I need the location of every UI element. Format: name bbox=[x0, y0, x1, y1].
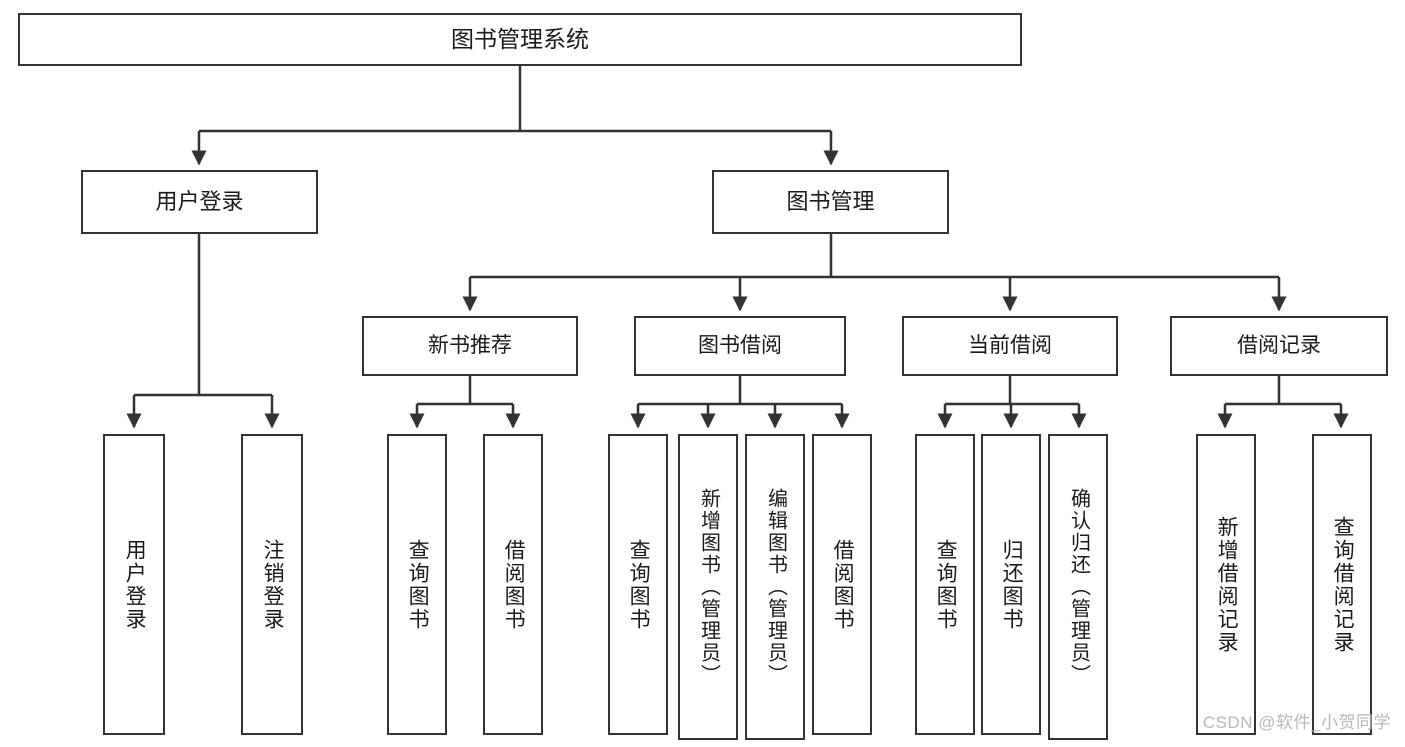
leaf-confirm-return-label: 确认归还（管理员） bbox=[1067, 488, 1090, 686]
node-current-borrow-label: 当前借阅 bbox=[968, 333, 1052, 357]
node-current-borrow[interactable]: 当前借阅 bbox=[902, 316, 1118, 376]
leaf-user-login-label: 用户登录 bbox=[123, 538, 147, 631]
leaf-borrow-book-2-label: 借阅图书 bbox=[831, 538, 855, 631]
node-root-label: 图书管理系统 bbox=[451, 26, 589, 53]
leaf-borrow-book-1[interactable]: 借阅图书 bbox=[483, 434, 543, 735]
leaf-add-book[interactable]: 新增图书（管理员） bbox=[678, 434, 738, 740]
leaf-query-book-1[interactable]: 查询图书 bbox=[387, 434, 447, 735]
node-user-login-label: 用户登录 bbox=[155, 189, 244, 215]
leaf-add-record-label: 新增借阅记录 bbox=[1215, 515, 1239, 654]
node-book-borrow-label: 图书借阅 bbox=[698, 333, 782, 357]
leaf-logout-login[interactable]: 注销登录 bbox=[241, 434, 303, 735]
csdn-watermark: CSDN @软件_小贺同学 bbox=[1202, 713, 1391, 732]
leaf-edit-book-label: 编辑图书（管理员） bbox=[764, 488, 787, 686]
node-user-login[interactable]: 用户登录 bbox=[81, 170, 318, 234]
node-book-management-label: 图书管理 bbox=[786, 189, 875, 215]
leaf-query-book-2-label: 查询图书 bbox=[627, 538, 651, 631]
node-root[interactable]: 图书管理系统 bbox=[18, 13, 1022, 66]
leaf-edit-book[interactable]: 编辑图书（管理员） bbox=[745, 434, 805, 740]
leaf-add-record[interactable]: 新增借阅记录 bbox=[1196, 434, 1256, 735]
node-book-management[interactable]: 图书管理 bbox=[712, 170, 949, 234]
leaf-query-book-1-label: 查询图书 bbox=[406, 538, 430, 631]
node-borrow-record-label: 借阅记录 bbox=[1237, 333, 1321, 357]
leaf-add-book-label: 新增图书（管理员） bbox=[697, 488, 720, 686]
node-borrow-record[interactable]: 借阅记录 bbox=[1170, 316, 1388, 376]
leaf-user-login[interactable]: 用户登录 bbox=[103, 434, 165, 735]
leaf-logout-login-label: 注销登录 bbox=[261, 538, 285, 631]
leaf-query-record-label: 查询借阅记录 bbox=[1331, 515, 1355, 654]
leaf-borrow-book-2[interactable]: 借阅图书 bbox=[812, 434, 872, 735]
node-book-borrow[interactable]: 图书借阅 bbox=[634, 316, 846, 376]
leaf-query-book-2[interactable]: 查询图书 bbox=[608, 434, 668, 735]
leaf-confirm-return[interactable]: 确认归还（管理员） bbox=[1048, 434, 1108, 740]
leaf-query-book-3-label: 查询图书 bbox=[934, 538, 958, 631]
node-new-book-recommend-label: 新书推荐 bbox=[428, 333, 512, 357]
node-new-book-recommend[interactable]: 新书推荐 bbox=[362, 316, 578, 376]
leaf-query-record[interactable]: 查询借阅记录 bbox=[1312, 434, 1372, 735]
leaf-return-book-label: 归还图书 bbox=[1000, 538, 1024, 631]
leaf-query-book-3[interactable]: 查询图书 bbox=[915, 434, 975, 735]
leaf-borrow-book-1-label: 借阅图书 bbox=[502, 538, 526, 631]
leaf-return-book[interactable]: 归还图书 bbox=[981, 434, 1041, 735]
